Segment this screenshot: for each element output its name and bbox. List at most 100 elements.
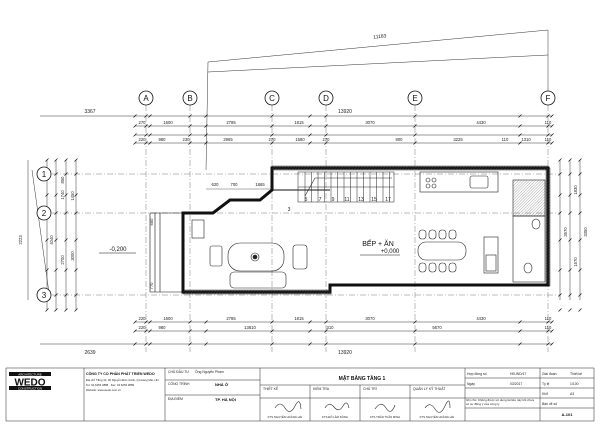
left-dim-4: 1740 (60, 190, 65, 200)
right-dim-1: 3570 (563, 227, 568, 237)
company-phone: Tel: 04.6253 0888 · Fax: 04.6253 0889 (86, 383, 134, 387)
left-dim-1: 2223 (18, 235, 23, 245)
inner-dim-1: 620 (212, 182, 220, 187)
owner-value: Ông Nguyễn Phạm (195, 369, 224, 374)
logo-top: ARCHITECTURE (18, 372, 42, 376)
scale-label: Tỷ lệ (542, 382, 549, 386)
top-dim-g: 110 (545, 120, 552, 125)
top-sub-dim-10: 110 (502, 137, 509, 142)
bottom-sub-dim-2: 980 (159, 325, 167, 330)
top-sub-dim-7: 270 (323, 137, 331, 142)
right-dim-3: 1570 (573, 257, 578, 267)
designer-name: KTS NGUYỄN HOÀNG HẢI (268, 414, 303, 419)
contract-value: HĐ-WD/17 (510, 372, 527, 376)
bottom-sub-dim-3: 13810 (244, 325, 256, 330)
top-dim-c: 2785 (226, 120, 236, 125)
stair-step-7: 7 (319, 197, 322, 203)
bottom-sub-dim-1: 220 (139, 325, 147, 330)
top-sub-dim-6: 1580 (295, 137, 305, 142)
location-value: TP. HÀ NỘI (215, 397, 236, 402)
staircase (297, 171, 395, 203)
top-sub-dim-8: 800 (396, 137, 404, 142)
top-sub-dim-9: 3225 (453, 137, 463, 142)
scale-value: 1/100 (570, 382, 579, 386)
axis-column-e: E (412, 94, 417, 103)
axis-row-3: 3 (42, 291, 47, 300)
top-dim-d: 1815 (294, 120, 304, 125)
drawing-title: MẶT BẰNG TẦNG 1 (339, 374, 386, 382)
company-web: Website: www.wedo.com.vn (86, 388, 121, 392)
top-sub-dim-11: 1310 (521, 137, 531, 142)
sheet-label: Bản vẽ số (542, 402, 557, 406)
top-sub-dim-4: 2965 (223, 137, 233, 142)
location-label: ĐỊA ĐIỂM (168, 396, 183, 401)
bottom-dim-3: 2785 (226, 316, 236, 321)
note: Ghi chú: Không được sử dụng tài liệu này… (466, 399, 535, 406)
room-label: BẾP + ĂN (362, 238, 394, 248)
stair-step-15: 15 (371, 197, 377, 203)
bottom-overall-left: 2639 (84, 350, 95, 356)
logo-main: WEDO (14, 378, 45, 389)
axis-row-2: 2 (42, 209, 47, 218)
sheet-number: A-101 (562, 412, 574, 417)
axis-column-f: F (546, 94, 551, 103)
owner-label: CHỦ ĐẦU TƯ (168, 369, 189, 374)
checker-name: KTS ĐỖ LÂM DŨNG (322, 414, 348, 419)
project-label: CÔNG TRÌNH (168, 381, 190, 386)
stair-step-3: 3 (288, 207, 291, 213)
design-label: THIẾT KẾ (263, 386, 279, 391)
manager-label: QUẢN LÝ KỸ THUẬT (413, 386, 446, 391)
level-left: -0,200 (109, 247, 127, 253)
axis-column-a: A (143, 94, 149, 103)
company-name: CÔNG TY CỔ PHẦN PHÁT TRIỂN WEDO (86, 371, 155, 376)
axis-column-d: D (323, 94, 329, 103)
phase-label: Giai đoạn (542, 372, 557, 376)
bottom-sub-dim-5: 5670 (432, 325, 442, 330)
left-dim-8: 770 (149, 282, 154, 290)
director-label: CHỦ TRÌ (363, 386, 377, 391)
top-overall-dim: 11183 (373, 33, 387, 40)
axis-column-b: B (187, 94, 192, 103)
bottom-sub-dim-4: 310 (327, 325, 335, 330)
left-dim-5: 2700 (60, 255, 65, 265)
axis-row-1: 1 (42, 170, 47, 179)
manager-name: KTS NGUYỄN HOÀNG HẢI (420, 414, 455, 419)
inner-dim-2: 700 (231, 182, 239, 187)
date-label: Ngày (467, 382, 475, 386)
left-dim-6: 1450 (70, 191, 75, 201)
checked-label: KIỂM TRA (313, 386, 330, 391)
top-dim-left-ext: 3367 (84, 109, 95, 115)
top-dim-total: 13920 (338, 109, 352, 115)
stair-step-17: 17 (385, 197, 391, 203)
axis-column-c: C (269, 94, 275, 103)
director-name: KTS TRẦN TUẤN MINH (370, 414, 400, 419)
room-level: +0,000 (381, 249, 400, 255)
left-dim-3: 850 (60, 176, 65, 184)
phase-value: Thiết kế (570, 372, 582, 376)
top-sub-dim-2: 980 (159, 137, 167, 142)
bottom-sub-dim-6: 110 (545, 325, 552, 330)
living-furniture (191, 219, 308, 289)
right-dim-2: 1830 (573, 185, 578, 195)
bottom-overall-total: 13920 (338, 350, 352, 356)
top-sub-dim-12: 110 (545, 137, 552, 142)
date-value: 03/2017 (510, 382, 522, 386)
top-sub-dim-5: 270 (269, 137, 277, 142)
kitchen-furniture (417, 171, 546, 283)
bottom-dim-5: 3070 (365, 316, 375, 321)
top-dim-b: 1600 (163, 120, 173, 125)
inner-dim-3: 1865 (255, 182, 265, 187)
stair-step-13: 13 (358, 197, 364, 203)
top-sub-dim-3: 230 (183, 137, 191, 142)
size-value: A3 (570, 392, 574, 396)
stair-step-5: 5 (305, 197, 308, 203)
left-dim-2: 4040 (49, 235, 54, 245)
logo-bottom: CONSTRUCTION (18, 386, 42, 390)
left-dim-7: 3000 (70, 251, 75, 261)
top-dim-f: 4430 (476, 120, 486, 125)
stair-step-9: 9 (332, 197, 335, 203)
contract-label: Hợp đồng số (467, 372, 487, 376)
